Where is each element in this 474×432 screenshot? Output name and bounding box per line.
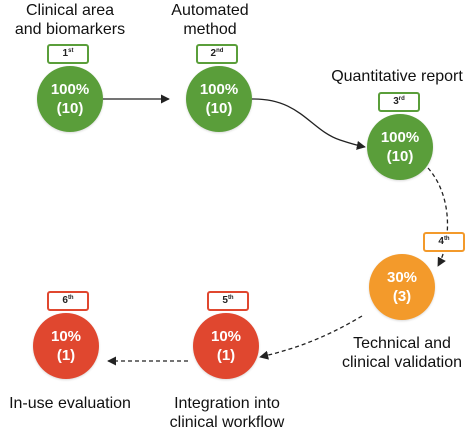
stage-6-label: In-use evaluation	[9, 395, 131, 412]
stage-6-circle: 10% (1)	[33, 313, 99, 379]
stage-5-label: Integration into clinical workflow	[169, 395, 285, 431]
connector-2-3	[251, 98, 366, 150]
stage-4-circle: 30% (3)	[369, 254, 435, 320]
stage-1-label: Clinical area and biomarkers	[14, 2, 126, 38]
stage-3-label: Quantitative report	[331, 68, 463, 85]
stage-1-percent: 100%	[50, 81, 90, 98]
stage-3-rank-badge: 3rd	[378, 92, 420, 112]
stage-2-percent: 100%	[199, 81, 239, 98]
stage-5-circle: 10% (1)	[193, 313, 259, 379]
stage-4-percent: 30%	[386, 269, 418, 286]
stage-1-circle: 100% (10)	[37, 66, 103, 132]
stage-2-rank-badge: 2nd	[196, 44, 238, 64]
stage-2-circle: 100% (10)	[186, 66, 252, 132]
stage-4-rank-badge: 4th	[423, 232, 465, 252]
stage-6-count: (1)	[56, 347, 76, 364]
stage-3-circle: 100% (10)	[367, 114, 433, 180]
stage-3-percent: 100%	[380, 129, 420, 146]
stage-3-count: (10)	[386, 148, 414, 165]
stage-5-rank-badge: 5th	[207, 291, 249, 311]
stage-4-count: (3)	[392, 288, 412, 305]
stage-5-count: (1)	[216, 347, 236, 364]
stage-1-rank-badge: 1st	[47, 44, 89, 64]
stage-6-percent: 10%	[50, 328, 82, 345]
stage-6-rank-badge: 6th	[47, 291, 89, 311]
stage-1-count: (10)	[56, 100, 84, 117]
stage-2-count: (10)	[205, 100, 233, 117]
stage-4-label: Technical and clinical validation	[341, 335, 463, 371]
stage-5-percent: 10%	[210, 328, 242, 345]
stage-2-label: Automated method	[171, 2, 249, 38]
connector-3-4	[427, 167, 449, 267]
